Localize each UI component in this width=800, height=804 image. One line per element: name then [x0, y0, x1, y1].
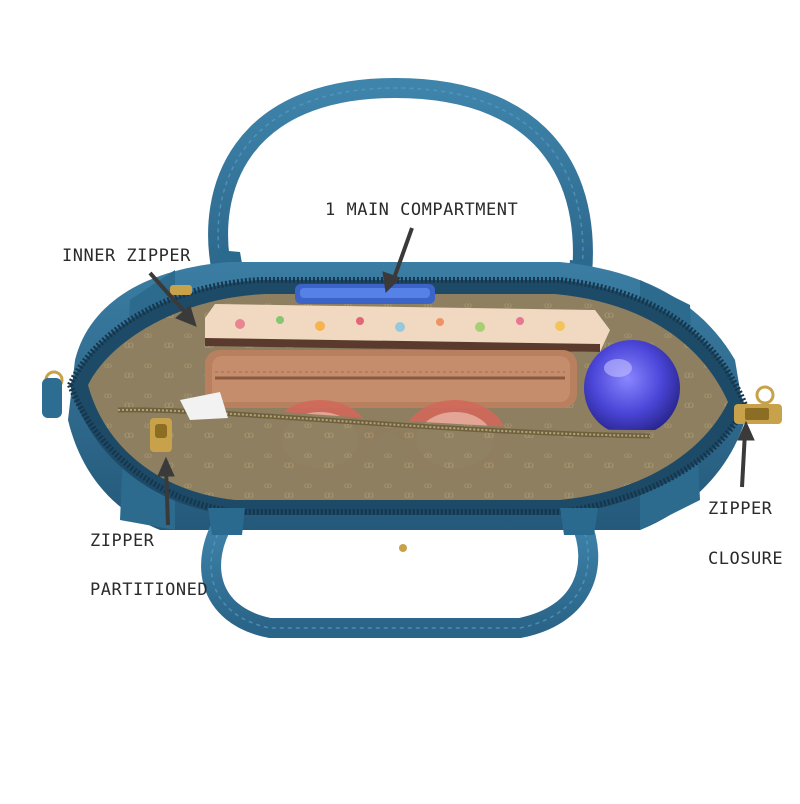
zip-partition	[115, 404, 690, 495]
annotation-arrows	[148, 227, 755, 526]
bottom-handle	[201, 510, 599, 638]
label-zipper-closure: ZIPPER	[708, 499, 773, 519]
label-closure: CLOSURE	[708, 549, 784, 569]
label-main-compartment: 1 MAIN COMPARTMENT	[325, 200, 519, 220]
round-case	[584, 340, 680, 436]
label-partitioned: PARTITIONED	[90, 580, 209, 600]
label-zipper-partition: ZIPPER	[90, 531, 155, 551]
label-inner-zipper: INNER ZIPPER	[62, 246, 191, 266]
